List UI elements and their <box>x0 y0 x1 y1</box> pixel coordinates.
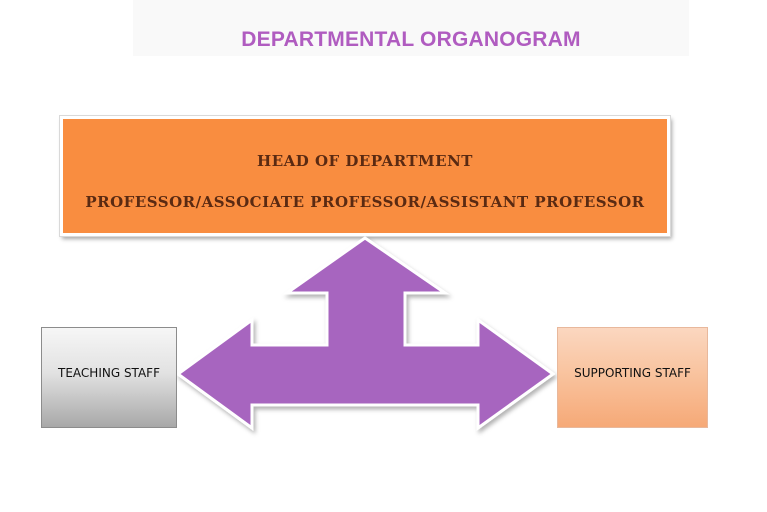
teaching-staff-label: TEACHING STAFF <box>58 366 160 380</box>
supporting-staff-box: SUPPORTING STAFF <box>557 327 708 428</box>
supporting-staff-label: SUPPORTING STAFF <box>574 366 691 380</box>
three-way-arrow-shape <box>175 236 556 431</box>
professor-ranks-label: PROFESSOR/ASSOCIATE PROFESSOR/ASSISTANT … <box>85 193 645 211</box>
teaching-staff-box: TEACHING STAFF <box>41 327 177 428</box>
title-band <box>133 0 689 56</box>
head-of-department-label: HEAD OF DEPARTMENT <box>257 152 473 170</box>
page-title: DEPARTMENTAL ORGANOGRAM <box>241 28 581 51</box>
head-of-department-box: HEAD OF DEPARTMENT PROFESSOR/ASSOCIATE P… <box>59 115 671 237</box>
